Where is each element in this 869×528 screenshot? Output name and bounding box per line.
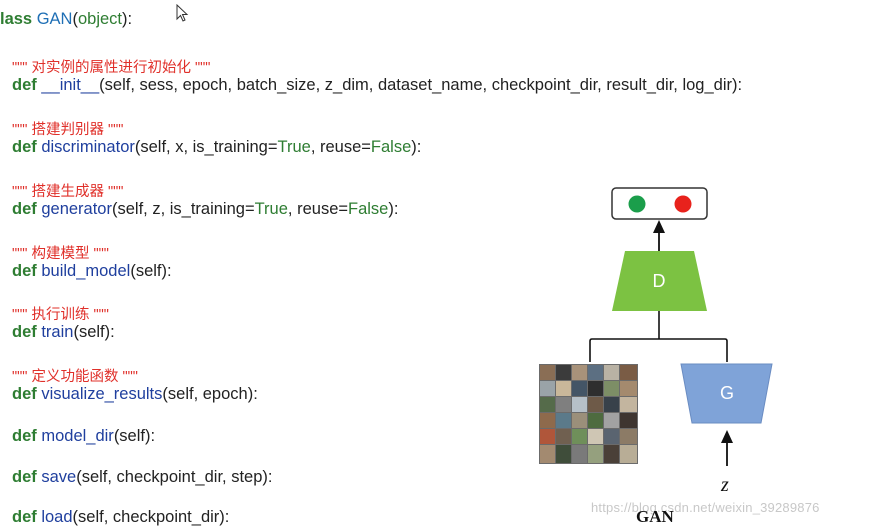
method-name: train — [41, 323, 74, 341]
method-args: (self, sess, epoch, batch_size, z_dim, d… — [99, 76, 743, 94]
method-name: __init__ — [41, 76, 100, 94]
method-name: model_dir — [41, 427, 114, 445]
def-keyword: def — [12, 427, 37, 445]
mouse-cursor-icon — [176, 4, 189, 22]
watermark-text: https://blog.csdn.net/weixin_39289876 — [591, 500, 820, 515]
method-name: save — [41, 468, 77, 486]
def-keyword: def — [12, 508, 37, 526]
method-args: (self, x, is_training= — [134, 138, 278, 156]
def-generator: def generator(self, z, is_training=True,… — [12, 200, 398, 219]
method-args: (self): — [113, 427, 156, 445]
method-args: (self): — [130, 262, 172, 280]
def-keyword: def — [12, 323, 37, 341]
def-model-dir: def model_dir(self): — [12, 427, 155, 446]
def-train: def train(self): — [12, 323, 115, 342]
class-definition-line: lass GAN(object): — [0, 10, 133, 28]
method-args: (self, epoch): — [162, 385, 258, 403]
method-args: (self, checkpoint_dir, step): — [76, 468, 273, 486]
method-args-end: ): — [388, 200, 399, 218]
bool-true: True — [277, 138, 311, 156]
discriminator-block — [612, 251, 707, 311]
fake-output-icon — [674, 195, 692, 213]
method-name: generator — [41, 200, 112, 218]
method-args-end: ): — [411, 138, 422, 156]
docstring-build-model: """ 构建模型 """ — [12, 246, 109, 262]
method-args: (self, z, is_training= — [111, 200, 255, 218]
real-images-grid — [539, 364, 638, 464]
arrow-head-up-icon — [721, 430, 733, 443]
code-panel: lass GAN(object): """ 对实例的属性进行初始化 """ de… — [0, 10, 742, 527]
docstring-utility: """ 定义功能函数 """ — [12, 369, 138, 385]
method-name: visualize_results — [41, 385, 163, 403]
def-keyword: def — [12, 262, 37, 280]
def-keyword: def — [12, 76, 37, 94]
class-keyword: lass — [0, 10, 33, 28]
connector-bracket — [589, 338, 728, 362]
docstring-init: """ 对实例的属性进行初始化 """ — [12, 60, 211, 76]
def-keyword: def — [12, 200, 37, 218]
generator-block — [680, 363, 773, 424]
def-save: def save(self, checkpoint_dir, step): — [12, 468, 272, 487]
def-discriminator: def discriminator(self, x, is_training=T… — [12, 138, 421, 157]
output-box — [611, 187, 708, 220]
def-keyword: def — [12, 468, 37, 486]
def-keyword: def — [12, 138, 37, 156]
docstring-train: """ 执行训练 """ — [12, 307, 109, 323]
method-args: (self, checkpoint_dir): — [72, 508, 230, 526]
method-args-mid: , reuse= — [287, 200, 349, 218]
def-build-model: def build_model(self): — [12, 262, 172, 281]
generator-label: G — [720, 383, 734, 403]
class-name: GAN — [36, 10, 73, 28]
method-name: build_model — [41, 262, 131, 280]
method-name: load — [41, 508, 73, 526]
docstring-discriminator: """ 搭建判别器 """ — [12, 122, 124, 138]
bool-false: False — [348, 200, 389, 218]
def-load: def load(self, checkpoint_dir): — [12, 508, 229, 527]
bool-true: True — [254, 200, 288, 218]
base-class: object — [77, 10, 123, 28]
docstring-generator: """ 搭建生成器 """ — [12, 184, 124, 200]
real-output-icon — [628, 195, 646, 213]
discriminator-label: D — [653, 271, 666, 291]
method-args: (self): — [73, 323, 115, 341]
diagram-title: GAN — [636, 507, 674, 526]
arrow-head-up-icon — [653, 220, 665, 233]
method-args-mid: , reuse= — [310, 138, 371, 156]
def-visualize-results: def visualize_results(self, epoch): — [12, 385, 258, 404]
def-init: def __init__(self, sess, epoch, batch_si… — [12, 76, 742, 95]
z-label: z — [721, 474, 729, 496]
def-keyword: def — [12, 385, 37, 403]
bool-false: False — [370, 138, 412, 156]
method-name: discriminator — [41, 138, 135, 156]
